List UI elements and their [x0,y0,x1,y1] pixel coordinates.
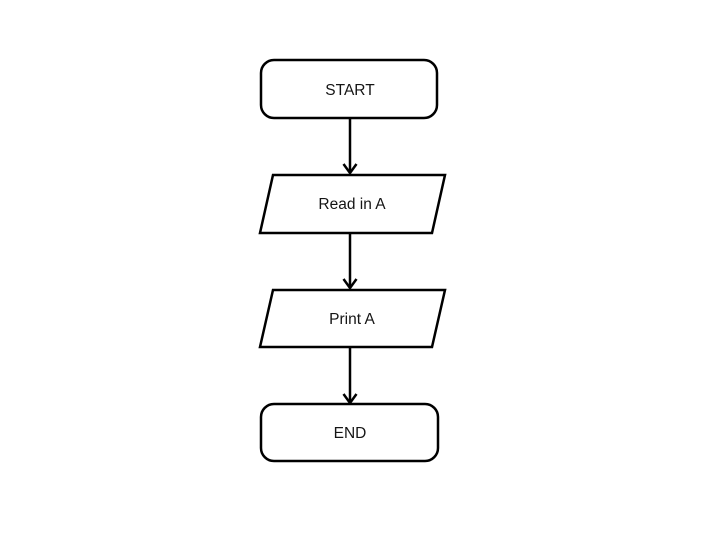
node-end-label: END [334,425,367,442]
node-start-label: START [325,82,375,99]
node-read-label: Read in A [318,196,386,213]
node-print-parallelogram [258,288,447,349]
node-print-label: Print A [329,311,375,328]
edge-read-print-arrowhead-icon [342,278,358,291]
node-read-parallelogram [258,173,447,235]
flowchart-labels: START Read in A Print A END [318,82,386,442]
edge-start-read-arrowhead-icon [342,163,358,176]
node-end-terminator [259,402,440,463]
flowchart-shapes [258,58,447,463]
